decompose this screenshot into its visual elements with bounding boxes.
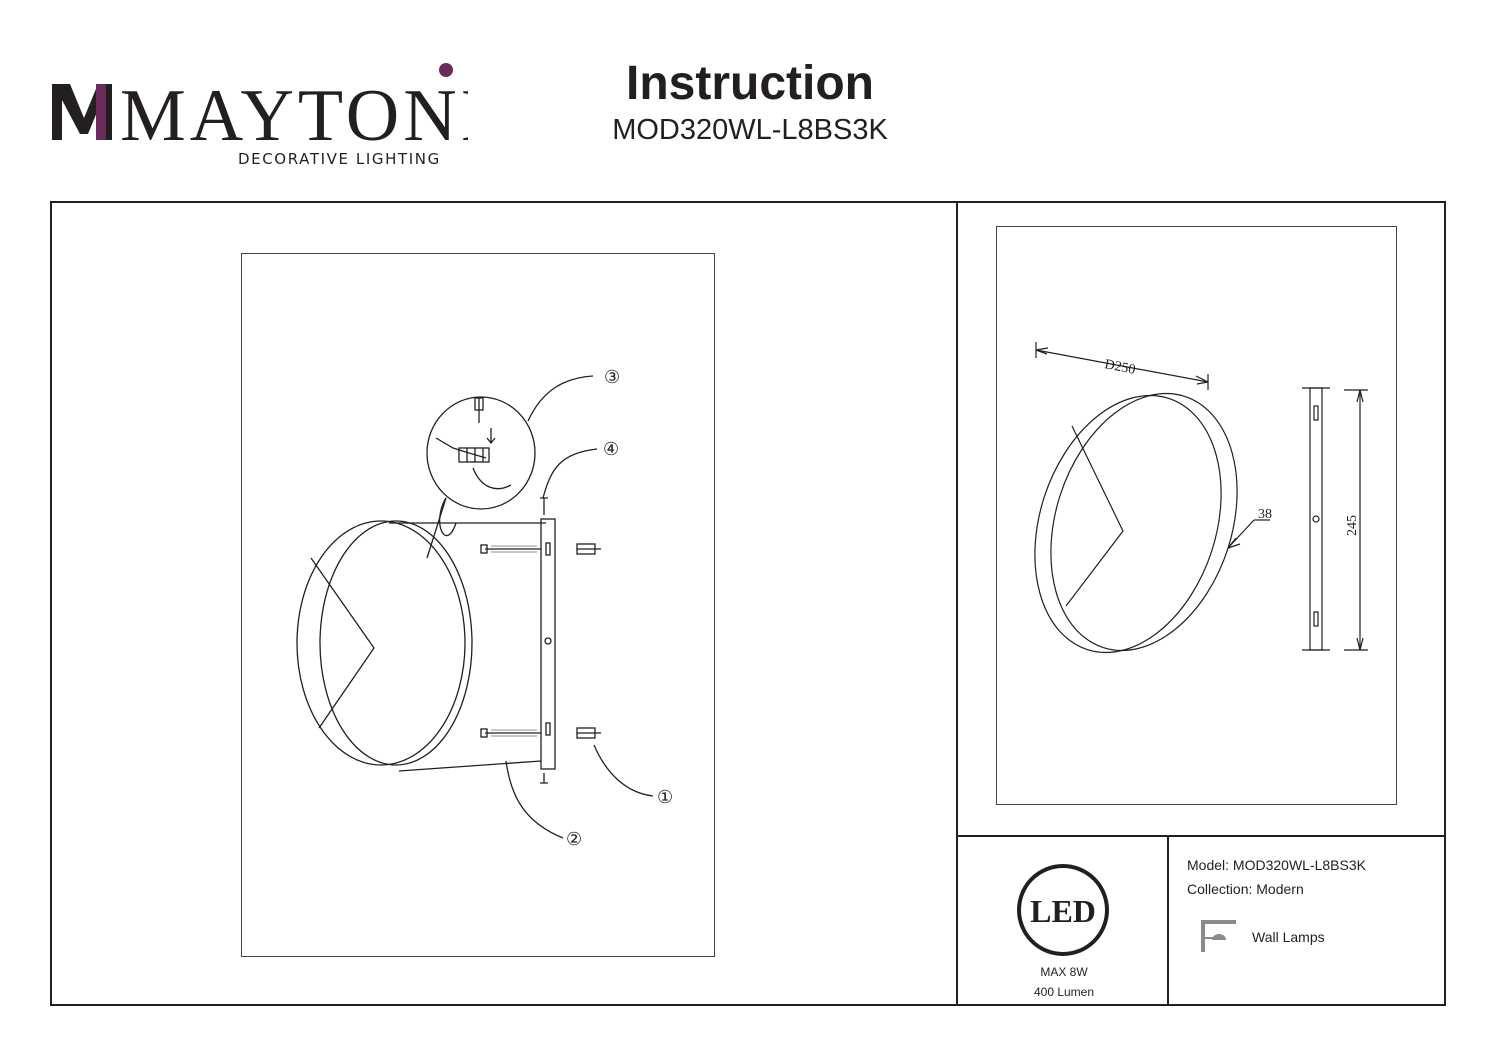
spec-model-label: Model:	[1187, 857, 1230, 873]
spec-collection: Collection: Modern	[1187, 881, 1304, 897]
dimensions-panel	[996, 226, 1397, 805]
dimension-diameter: D250	[1103, 357, 1136, 378]
spec-model: Model: MOD320WL-L8BS3K	[1187, 857, 1366, 873]
installation-diagram: ③ ④ ① ②	[296, 367, 673, 849]
brand-tagline: DECORATIVE LIGHTING	[238, 150, 441, 168]
sheet-frame	[50, 201, 1446, 1006]
dimensions-diagram: D250 38 245	[1034, 342, 1368, 654]
dimension-depth: 38	[1258, 507, 1272, 522]
callout-4: ④	[603, 439, 619, 459]
spec-collection-value: Modern	[1256, 881, 1304, 897]
led-badge: LED	[1017, 864, 1109, 956]
frame-divider-vertical	[956, 201, 958, 1006]
callout-3: ③	[604, 367, 620, 387]
led-power: MAX 8W	[1040, 965, 1088, 979]
led-badge-ring	[1017, 864, 1109, 956]
spec-category: Wall Lamps	[1252, 929, 1325, 945]
document-title: Instruction	[626, 57, 874, 110]
document-model: MOD320WL-L8BS3K	[612, 114, 888, 146]
spec-collection-label: Collection:	[1187, 881, 1253, 897]
dimension-height: 245	[1345, 515, 1360, 536]
wall-lamp-icon	[1201, 920, 1236, 952]
callout-1: ①	[657, 787, 673, 807]
led-lumen: 400 Lumen	[1033, 985, 1095, 999]
led-badge-label: LED	[1030, 893, 1096, 929]
frame-divider-specs	[1167, 835, 1169, 1006]
brand-logo: MAYTONI	[48, 60, 485, 170]
spec-model-value: MOD320WL-L8BS3K	[1232, 857, 1366, 873]
installation-panel	[241, 253, 715, 957]
callout-2: ②	[566, 829, 582, 849]
brand-name: MAYTONI	[120, 75, 468, 157]
frame-divider-horizontal	[956, 835, 1446, 837]
brand-wordmark: MAYTONI	[52, 63, 485, 157]
